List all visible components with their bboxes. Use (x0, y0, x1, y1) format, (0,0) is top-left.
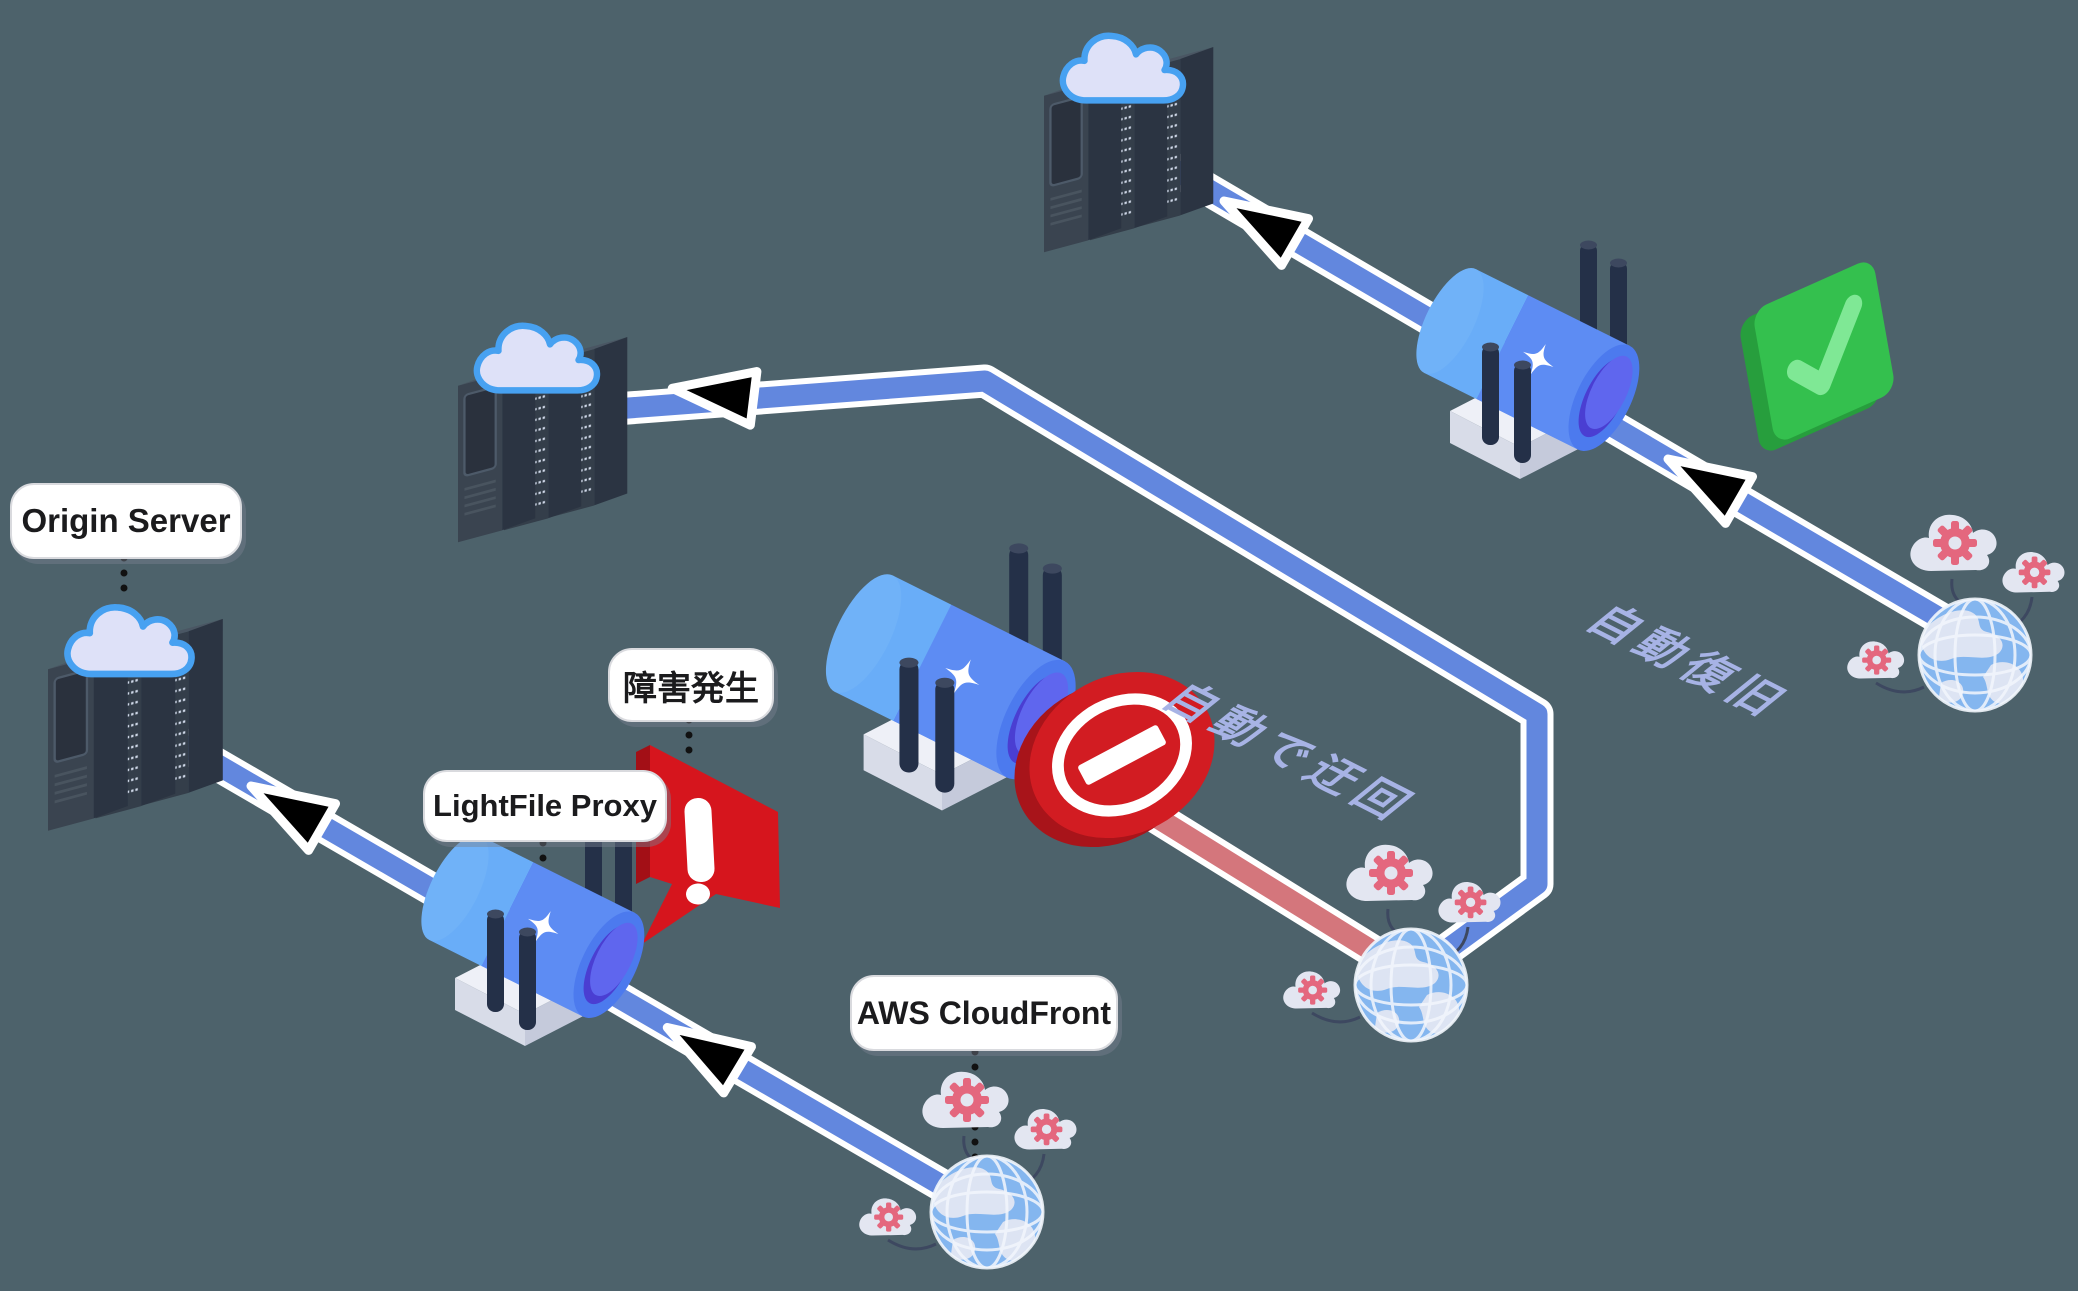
origin-server-label: Origin Server (10, 483, 242, 559)
aws-cloudfront-label: AWS CloudFront (850, 975, 1118, 1051)
path-detour (604, 370, 1548, 960)
edge-server-cluster-icon (458, 326, 627, 542)
recovered-server-cluster-icon (1044, 36, 1213, 252)
lightfile-proxy-label: LightFile Proxy (423, 770, 667, 842)
no-entry-icon (1014, 671, 1215, 848)
failure-label: 障害発生 (608, 648, 774, 722)
origin-server-cluster-icon (48, 607, 223, 830)
recovery-node-icon (1847, 515, 2064, 711)
success-check-icon (1740, 262, 1894, 451)
